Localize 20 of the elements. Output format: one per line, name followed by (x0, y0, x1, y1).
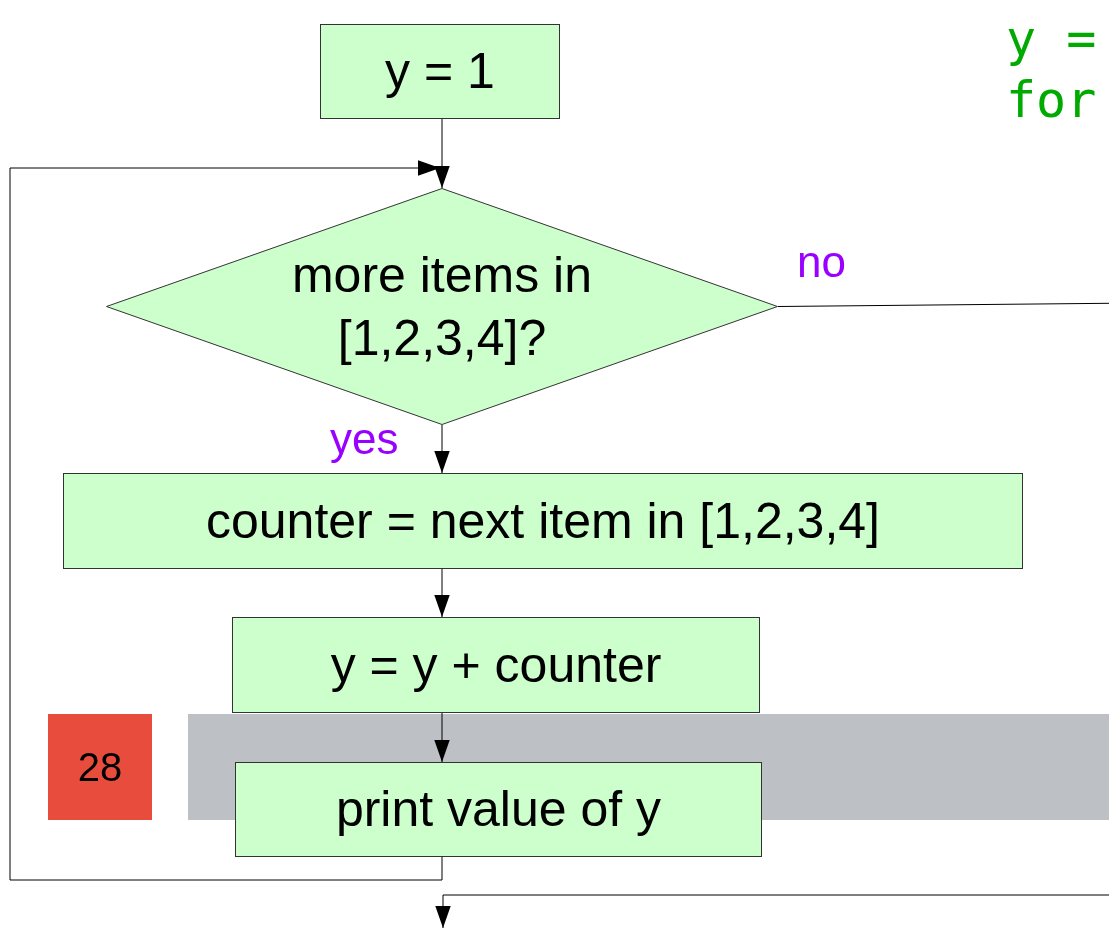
node-text: 28 (76, 744, 124, 791)
node-text: print value of y (334, 780, 663, 840)
page-number-badge (48, 714, 152, 820)
code-text: y = (1006, 14, 1097, 64)
node-text: y = y + counter (329, 635, 663, 695)
process-box (63, 473, 1023, 569)
process-box (235, 762, 762, 857)
arrow (434, 424, 450, 474)
node-text: y = 1 (384, 42, 496, 102)
decision-diamond (106, 188, 778, 425)
arrow (434, 118, 450, 189)
process-box (320, 24, 560, 119)
code-text: for (1006, 75, 1097, 125)
arrow (434, 712, 450, 763)
node-text: counter = next item in [1,2,3,4] (205, 491, 881, 551)
arrow (434, 568, 450, 618)
arrow (435, 302, 1109, 929)
node-text: more items in [1,2,3,4]? (290, 246, 594, 368)
arrow (9, 160, 443, 881)
process-box (232, 617, 760, 713)
